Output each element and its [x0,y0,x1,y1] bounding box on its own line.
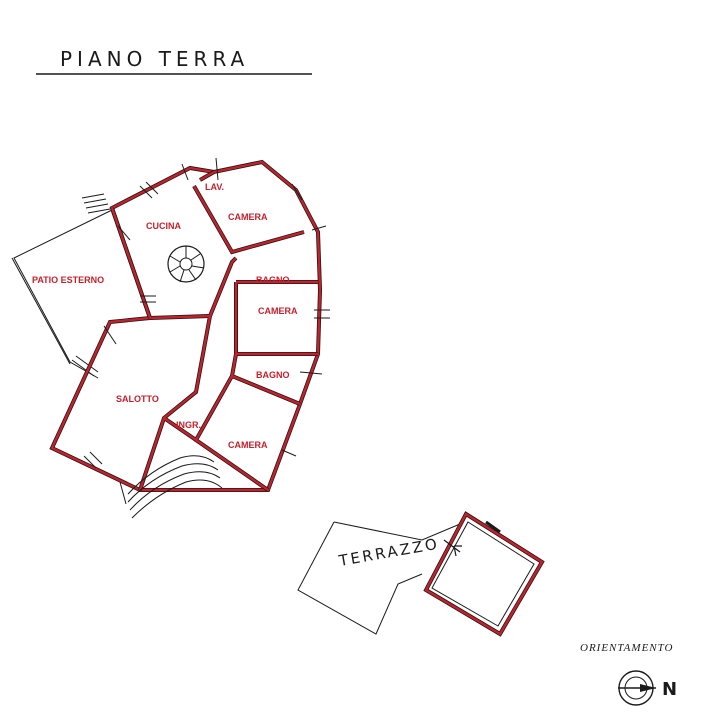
room-label-lav: LAV. [205,182,224,192]
room-label-camera-3: CAMERA [228,440,268,450]
terrace: TERRAZZO [297,511,545,637]
patio-steps [71,193,111,377]
north-symbol: N [662,679,677,700]
page-title: PIANO TERRA [60,47,249,71]
terrace-arrow-icon [443,539,462,557]
room-label-camera-1: CAMERA [228,212,268,222]
room-label-bagno-1: BAGNO [256,275,290,285]
compass-needle-icon [640,684,656,692]
terrace-label: TERRAZZO [337,535,441,571]
room-label-camera-2: CAMERA [258,306,298,316]
house-walls [49,159,323,492]
orientation-block: ORIENTAMENTO N [580,642,677,706]
title-block: PIANO TERRA [36,47,312,75]
room-labels: PATIO ESTERNO CUCINA LAV. CAMERA BAGNO C… [32,182,298,450]
room-label-bagno-2: BAGNO [256,370,290,380]
room-label-patio: PATIO ESTERNO [32,275,104,285]
window-marks [83,157,330,505]
room-label-cucina: CUCINA [146,221,181,231]
entrance-steps [127,455,223,519]
room-label-salotto: SALOTTO [116,394,159,404]
orientation-label: ORIENTAMENTO [580,642,674,654]
spiral-stair [167,245,205,283]
room-label-ingr: INGR. [176,420,201,430]
terrace-door [485,520,501,534]
patio-outline [11,193,113,379]
